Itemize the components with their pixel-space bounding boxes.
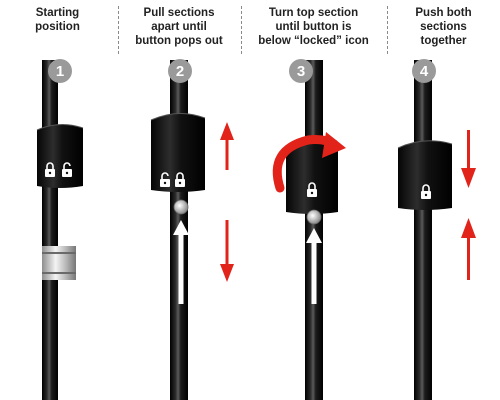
white-up-arrow bbox=[173, 220, 189, 304]
lock-button bbox=[173, 199, 189, 215]
red-down-arrow bbox=[461, 130, 476, 188]
step-2-caption-line-3: button pops out bbox=[135, 35, 223, 47]
step-2-caption-line-1: Pull sections bbox=[143, 7, 215, 19]
step-4-caption: Push both sections together bbox=[387, 6, 500, 48]
step-2-caption-line-2: apart until bbox=[151, 21, 207, 33]
step-1-caption: Starting position bbox=[0, 6, 115, 34]
step-1-pole bbox=[42, 60, 58, 400]
step-3-number: 3 bbox=[297, 63, 305, 80]
step-4-caption-line-3: together bbox=[420, 35, 467, 47]
step-2-number: 2 bbox=[176, 63, 184, 80]
lock-button bbox=[306, 209, 322, 225]
step-4-badge: 4 bbox=[412, 59, 436, 83]
step-4-pole bbox=[414, 60, 432, 400]
step-3-caption-line-3: below “locked” icon bbox=[258, 35, 369, 47]
step-4-caption-line-2: sections bbox=[420, 21, 467, 33]
caption-divider bbox=[241, 6, 242, 54]
step-2-caption: Pull sections apart until button pops ou… bbox=[118, 6, 240, 48]
step-1-sleeve bbox=[36, 124, 84, 188]
red-down-arrow bbox=[220, 220, 234, 282]
step-1-caption-line-1: Starting bbox=[35, 7, 80, 19]
step-1-number: 1 bbox=[56, 63, 64, 80]
step-3-caption-line-1: Turn top section bbox=[268, 7, 359, 19]
step-1-metal-ring bbox=[42, 246, 76, 280]
caption-divider bbox=[387, 6, 388, 54]
step-4-number: 4 bbox=[420, 63, 429, 80]
step-1-caption-line-2: position bbox=[35, 21, 80, 33]
step-4-sleeve bbox=[397, 140, 453, 210]
step-4-caption-line-1: Push both bbox=[415, 7, 472, 19]
step-3-badge: 3 bbox=[289, 59, 313, 83]
caption-divider bbox=[118, 6, 119, 54]
red-up-arrow bbox=[220, 122, 234, 170]
step-captions-header: Starting position Pull sections apart un… bbox=[0, 0, 500, 60]
step-3-caption-line-2: until button is bbox=[275, 21, 352, 33]
white-up-arrow bbox=[306, 228, 322, 304]
step-3-caption: Turn top section until button is below “… bbox=[241, 6, 386, 48]
step-2-badge: 2 bbox=[168, 59, 192, 83]
red-up-arrow bbox=[461, 218, 476, 280]
red-curved-rotate-arrow bbox=[272, 132, 346, 193]
step-1-badge: 1 bbox=[48, 59, 72, 83]
